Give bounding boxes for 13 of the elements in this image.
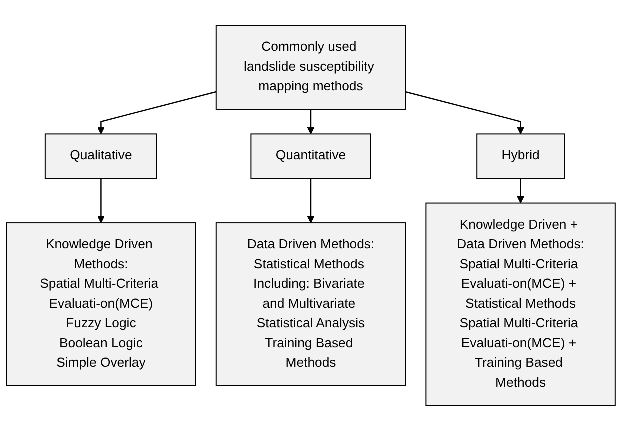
node-box: Commonly used landslide susceptibility mapping methods bbox=[216, 24, 406, 110]
arrow bbox=[98, 91, 217, 134]
arrow bbox=[98, 178, 105, 224]
node-box: Quantitative bbox=[250, 134, 372, 179]
node-box: Knowledge Driven + Data Driven Methods: Spatial Multi-Criteria Evaluati-on(MCE) + Statistical Methods Spatial Multi-Criteria Evaluati-on(MCE) + Training Based Methods bbox=[426, 202, 616, 406]
node-box: Knowledge Driven Methods: Spatial Multi-Criteria Evaluati-on(MCE) Fuzzy Logic Boolean Logic Simple Overlay bbox=[6, 222, 196, 386]
arrow bbox=[517, 178, 524, 204]
node-box: Qualitative bbox=[44, 134, 158, 179]
arrow bbox=[307, 109, 315, 134]
node-box: Hybrid bbox=[476, 134, 565, 179]
node-box: Data Driven Methods: Statistical Methods Including: Bivariate and Multivariate Statistical Analysis Training Based Methods bbox=[216, 222, 406, 386]
arrow bbox=[307, 178, 315, 224]
arrow bbox=[405, 91, 524, 134]
